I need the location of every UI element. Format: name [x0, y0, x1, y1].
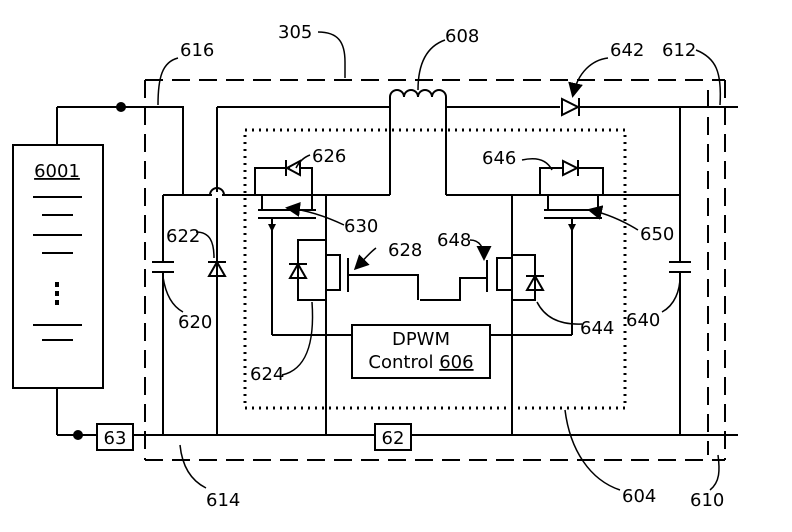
controller-dotted-boundary: [243, 128, 627, 410]
label-626: 626: [312, 146, 346, 167]
dpwm-label-line2: Control 606: [368, 352, 473, 373]
block-63: 63: [96, 423, 134, 451]
switch-650: [446, 159, 680, 335]
battery-block: 6001: [12, 102, 126, 440]
output-diode-642: [561, 97, 581, 117]
label-646: 646: [482, 148, 516, 169]
wire-hop: [209, 187, 225, 196]
label-624: 624: [250, 364, 284, 385]
block-63-label: 63: [104, 428, 127, 449]
dpwm-label-line1: DPWM: [392, 329, 450, 350]
battery-label: 6001: [34, 161, 80, 182]
diode-622: [207, 259, 227, 277]
label-622: 622: [166, 226, 200, 247]
label-610: 610: [690, 490, 724, 511]
label-616: 616: [180, 40, 214, 61]
block-62: 62: [374, 423, 412, 451]
switch-648: [420, 195, 545, 435]
capacitor-620: [152, 261, 174, 273]
capacitor-640: [669, 261, 691, 273]
label-608: 608: [445, 26, 479, 47]
label-620: 620: [178, 312, 212, 333]
label-612: 612: [662, 40, 696, 61]
inductor-608: [389, 89, 447, 107]
label-614: 614: [206, 490, 240, 511]
dashed-boundaries: [144, 79, 726, 461]
leader-lines: [157, 31, 722, 491]
label-640: 640: [626, 310, 660, 331]
label-650: 650: [640, 224, 674, 245]
dpwm-control-block: DPWM Control 606: [351, 324, 491, 379]
label-644: 644: [580, 318, 614, 339]
label-630: 630: [344, 216, 378, 237]
label-305: 305: [278, 22, 312, 43]
switch-628: [288, 195, 419, 435]
label-628: 628: [388, 240, 422, 261]
block-62-label: 62: [382, 428, 405, 449]
label-604: 604: [622, 486, 656, 507]
switch-630: [254, 159, 390, 335]
label-648: 648: [437, 230, 471, 251]
label-642: 642: [610, 40, 644, 61]
